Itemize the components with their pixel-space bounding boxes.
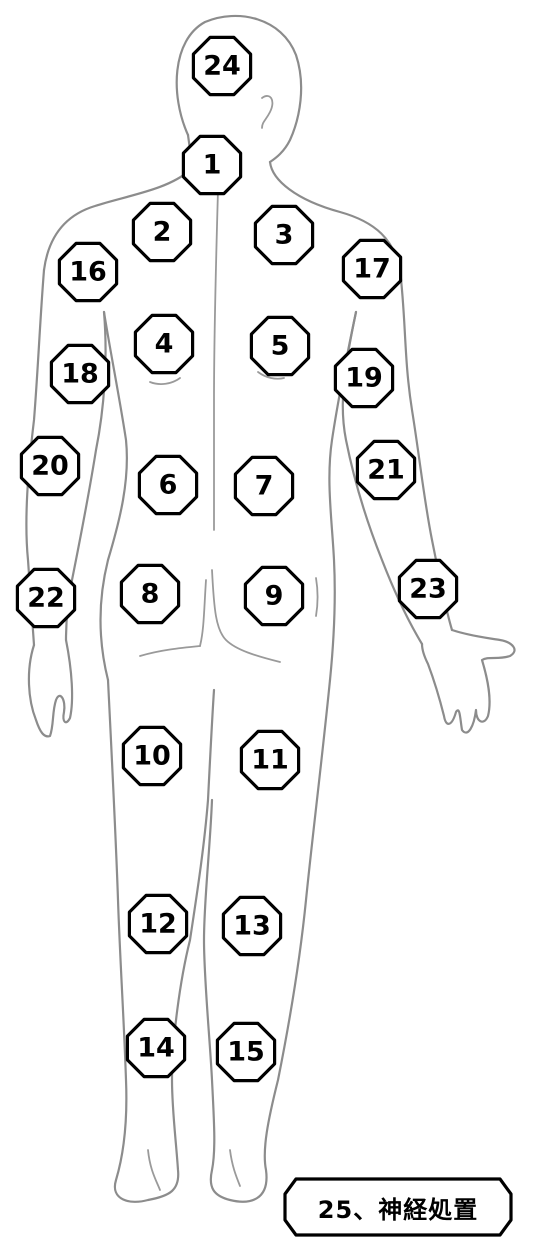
region-marker-4[interactable]: 4: [135, 315, 192, 372]
marker-label: 8: [141, 579, 160, 610]
region-marker-18[interactable]: 18: [51, 345, 108, 402]
marker-label: 4: [155, 329, 174, 360]
marker-label: 22: [27, 583, 65, 614]
marker-label: 24: [203, 51, 241, 82]
region-marker-19[interactable]: 19: [335, 349, 392, 406]
marker-label: 13: [233, 911, 271, 942]
marker-label: 6: [159, 470, 178, 501]
marker-label: 12: [139, 909, 177, 940]
nerve-treatment-button[interactable]: 25、神経処置: [282, 1176, 514, 1238]
region-marker-2[interactable]: 2: [133, 203, 190, 260]
marker-label: 10: [133, 741, 171, 772]
nerve-treatment-label: 25、神経処置: [282, 1176, 514, 1238]
marker-label: 16: [69, 257, 107, 288]
region-marker-1[interactable]: 1: [183, 136, 240, 193]
marker-label: 14: [137, 1033, 175, 1064]
marker-label: 3: [275, 220, 294, 251]
region-marker-6[interactable]: 6: [139, 456, 196, 513]
marker-label: 2: [153, 217, 172, 248]
marker-label: 5: [271, 331, 290, 362]
region-marker-15[interactable]: 15: [217, 1023, 274, 1080]
region-marker-22[interactable]: 22: [17, 569, 74, 626]
marker-label: 19: [345, 363, 383, 394]
marker-label: 20: [31, 451, 69, 482]
region-marker-12[interactable]: 12: [129, 895, 186, 952]
marker-label: 23: [409, 574, 447, 605]
region-marker-14[interactable]: 14: [127, 1019, 184, 1076]
region-marker-9[interactable]: 9: [245, 567, 302, 624]
region-marker-17[interactable]: 17: [343, 240, 400, 297]
marker-label: 18: [61, 359, 99, 390]
marker-label: 9: [265, 581, 284, 612]
region-marker-3[interactable]: 3: [255, 206, 312, 263]
marker-label: 15: [227, 1037, 265, 1068]
region-marker-11[interactable]: 11: [241, 731, 298, 788]
region-marker-7[interactable]: 7: [235, 457, 292, 514]
marker-label: 21: [367, 455, 405, 486]
region-marker-23[interactable]: 23: [399, 560, 456, 617]
region-marker-21[interactable]: 21: [357, 441, 414, 498]
region-marker-16[interactable]: 16: [59, 243, 116, 300]
region-marker-24[interactable]: 24: [193, 37, 250, 94]
marker-label: 7: [255, 471, 274, 502]
region-marker-20[interactable]: 20: [21, 437, 78, 494]
region-marker-8[interactable]: 8: [121, 565, 178, 622]
marker-label: 1: [203, 150, 222, 181]
marker-label: 17: [353, 254, 391, 285]
region-marker-5[interactable]: 5: [251, 317, 308, 374]
region-marker-10[interactable]: 10: [123, 727, 180, 784]
region-marker-13[interactable]: 13: [223, 897, 280, 954]
marker-label: 11: [251, 745, 289, 776]
